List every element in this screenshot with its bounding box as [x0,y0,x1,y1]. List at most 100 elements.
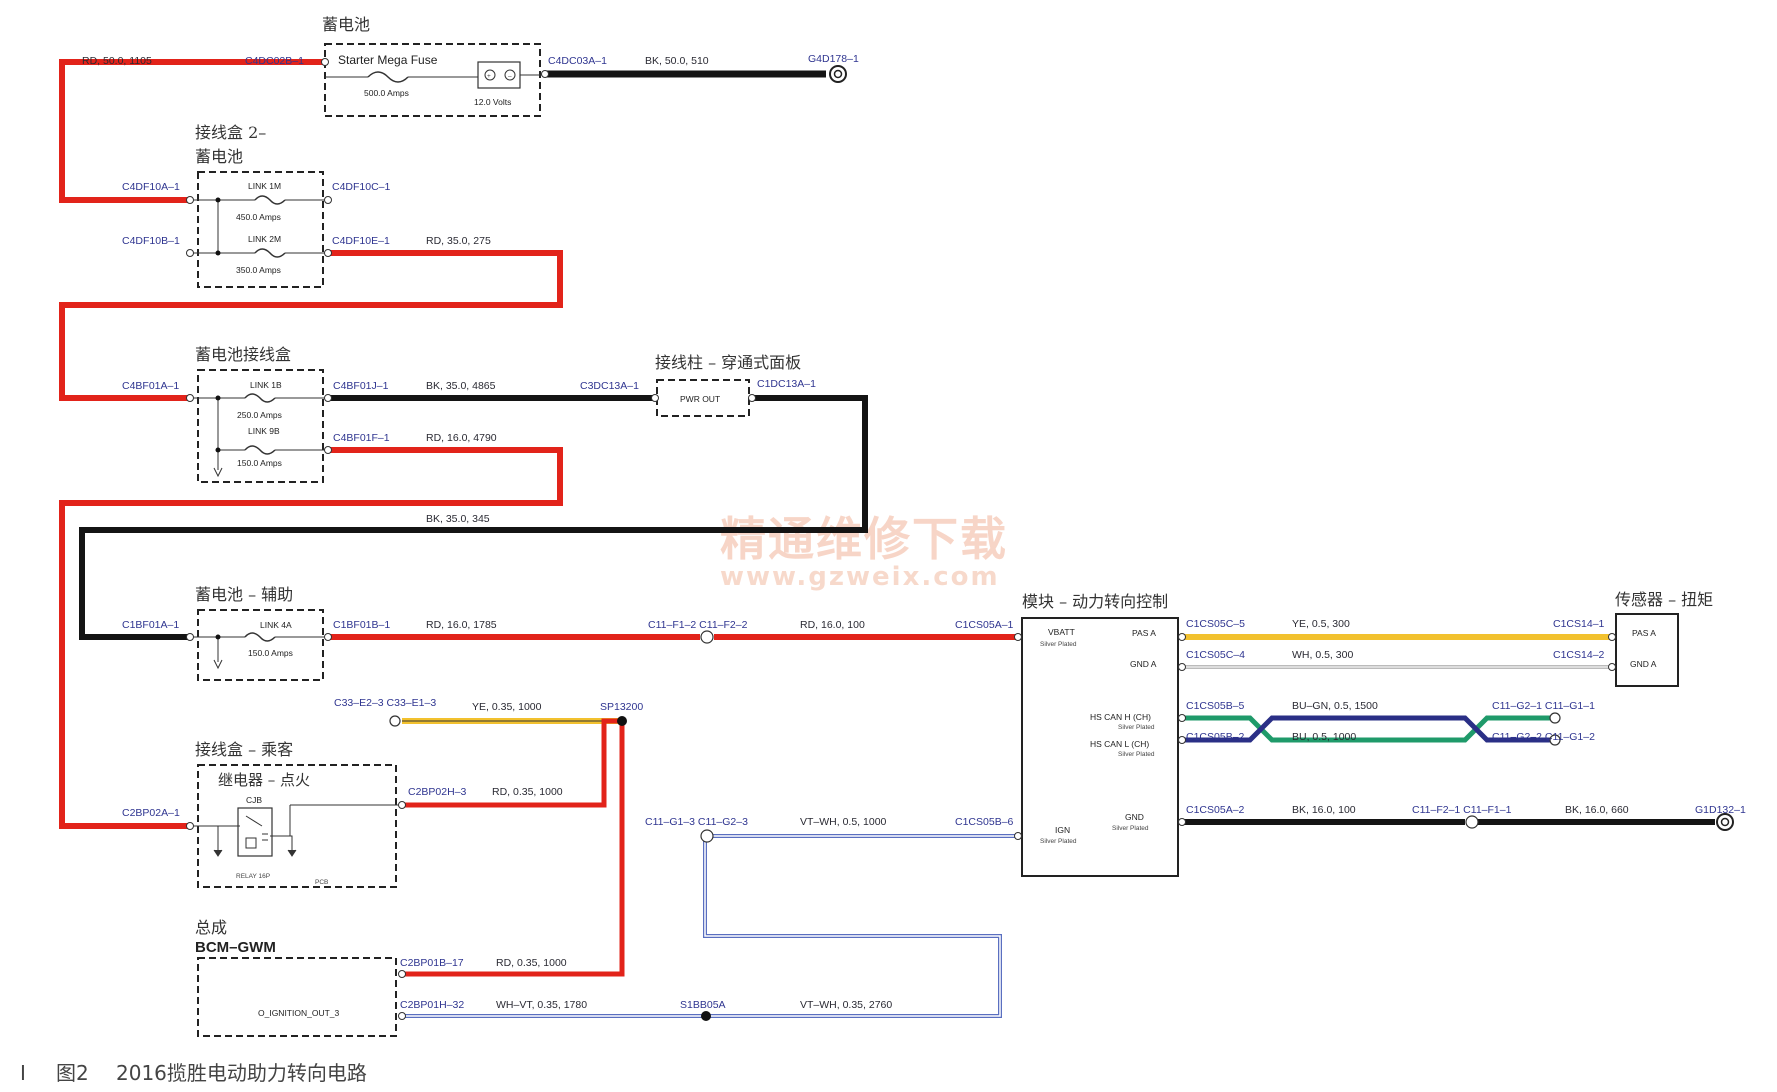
wire-labels: RD, 50.0, 1105 BK, 50.0, 510 RD, 35.0, 2… [82,55,1629,1011]
svg-text:C4DC03A–1: C4DC03A–1 [548,55,607,67]
svg-text:Silver Plated: Silver Plated [1040,838,1077,845]
svg-text:C4BF01A–1: C4BF01A–1 [122,380,179,392]
svg-text:C4BF01F–1: C4BF01F–1 [333,432,390,444]
post-label: PWR OUT [680,394,720,404]
aux-title: 蓄电池 – 辅助 [195,585,293,604]
caption-figure: 图2 [56,1061,89,1085]
svg-text:C2BP02H–3: C2BP02H–3 [408,786,467,798]
wire-bk-345 [79,395,868,640]
module-can-h: HS CAN H (CH) [1090,712,1151,722]
svg-text:C1DC13A–1: C1DC13A–1 [757,378,816,390]
post-title: 接线柱 – 穿通式面板 [655,353,801,372]
svg-text:WH–VT, 0.35, 1780: WH–VT, 0.35, 1780 [496,999,587,1011]
torque-sensor: 传感器 – 扭矩 PAS A GND A [1608,590,1713,687]
svg-text:RD, 16.0, 1785: RD, 16.0, 1785 [426,619,497,631]
module-pas-a: PAS A [1132,628,1156,638]
svg-text:S1BB05A: S1BB05A [680,999,726,1011]
svg-text:C2BP02A–1: C2BP02A–1 [122,807,180,819]
inline-connectors [389,630,1561,843]
svg-text:C3DC13A–1: C3DC13A–1 [580,380,639,392]
battery-volts: 12.0 Volts [474,97,511,107]
connector-labels: C4DC02B–1 C4DC03A–1 G4D178–1 C4DF10A–1 C… [122,53,1746,1011]
sensor-pas-a: PAS A [1632,628,1656,638]
svg-text:C33–E2–3 C33–E1–3: C33–E2–3 C33–E1–3 [334,697,436,709]
wire-bu [1182,715,1555,743]
jb2-component: 接线盒 2– 蓄电池 LINK 1M 450.0 Amps LINK 2M 35… [186,123,332,288]
svg-text:C1CS05B–6: C1CS05B–6 [955,816,1014,828]
bjb-link1: LINK 1B [250,380,282,390]
svg-text:Silver Plated: Silver Plated [1112,825,1149,832]
svg-text:C11–F1–2 C11–F2–2: C11–F1–2 C11–F2–2 [648,619,748,631]
splice-sp13200 [617,716,627,726]
battery-component: 蓄电池 Starter Mega Fuse 500.0 Amps + – 12.… [321,15,549,117]
svg-text:C2BP01H–32: C2BP01H–32 [400,999,464,1011]
svg-text:G1D132–1: G1D132–1 [1695,804,1746,816]
bjb-amps2: 150.0 Amps [237,458,282,468]
svg-text:C1CS05A–1: C1CS05A–1 [955,619,1014,631]
svg-text:C4DF10C–1: C4DF10C–1 [332,181,391,193]
relay-name: CJB [246,795,262,805]
svg-text:WH, 0.5, 300: WH, 0.5, 300 [1292,649,1353,661]
wire-vt-wh [402,834,1020,1018]
svg-text:C1CS05B–2: C1CS05B–2 [1186,731,1245,743]
wire-rd-relay [402,718,625,977]
svg-text:BK, 35.0, 4865: BK, 35.0, 4865 [426,380,496,392]
svg-text:BK, 50.0, 510: BK, 50.0, 510 [645,55,709,67]
svg-text:C1BF01A–1: C1BF01A–1 [122,619,179,631]
watermark-url: www.gzweix.com [720,562,1000,592]
svg-text:C1CS05B–5: C1CS05B–5 [1186,700,1245,712]
svg-text:RD, 0.35, 1000: RD, 0.35, 1000 [496,957,567,969]
svg-text:SP13200: SP13200 [600,701,643,713]
svg-text:Silver Plated: Silver Plated [1118,751,1155,758]
svg-text:C1BF01B–1: C1BF01B–1 [333,619,390,631]
pjb-title: 接线盒 – 乘客 [195,740,293,759]
wires [59,59,1715,1018]
svg-text:C11–G1–3 C11–G2–3: C11–G1–3 C11–G2–3 [645,816,748,828]
wire-rd-275 [59,250,563,401]
svg-text:C4DF10A–1: C4DF10A–1 [122,181,180,193]
relay-title: 继电器 – 点火 [218,771,310,789]
module-can-l: HS CAN L (CH) [1090,739,1149,749]
svg-text:BK, 35.0, 345: BK, 35.0, 345 [426,513,490,525]
caption-bar: I [20,1061,26,1085]
svg-text:RD, 0.35, 1000: RD, 0.35, 1000 [492,786,563,798]
svg-text:RD, 35.0, 275: RD, 35.0, 275 [426,235,491,247]
power-steering-module: 模块 – 动力转向控制 VBATT Silver Plated PAS A GN… [1014,592,1186,877]
svg-text:C1CS14–2: C1CS14–2 [1553,649,1605,661]
svg-text:BU, 0.5, 1000: BU, 0.5, 1000 [1292,731,1356,743]
wire-rd-4790 [59,447,563,829]
jb2-title-2: 蓄电池 [195,147,243,166]
jb2-amps1: 450.0 Amps [236,212,281,222]
passenger-jb-component: 接线盒 – 乘客 继电器 – 点火 CJB RELAY 16P PCB [186,740,406,888]
battery-title: 蓄电池 [322,15,370,34]
module-ign: IGN [1055,825,1070,835]
svg-text:+: + [487,73,491,80]
svg-text:BK, 16.0, 100: BK, 16.0, 100 [1292,804,1356,816]
svg-text:–: – [508,73,512,80]
ground-icon [829,65,847,83]
svg-text:C4DF10E–1: C4DF10E–1 [332,235,390,247]
aux-battery-component: 蓄电池 – 辅助 LINK 4A 150.0 Amps [186,585,332,681]
sensor-title: 传感器 – 扭矩 [1615,590,1713,609]
sensor-gnd-a: GND A [1630,659,1657,669]
splice-s1bb05a [701,1011,711,1021]
svg-text:C1CS14–1: C1CS14–1 [1553,618,1605,630]
svg-text:C4BF01J–1: C4BF01J–1 [333,380,389,392]
module-vbatt: VBATT [1048,627,1075,637]
svg-text:C4DC02B–1: C4DC02B–1 [245,55,304,67]
svg-text:VT–WH, 0.5, 1000: VT–WH, 0.5, 1000 [800,816,887,828]
bcm-component: 总成 BCM–GWM O_IGNITION_OUT_3 [195,918,406,1037]
aux-link: LINK 4A [260,620,292,630]
bjb-amps1: 250.0 Amps [237,410,282,420]
svg-text:Silver Plated: Silver Plated [1040,641,1077,648]
svg-text:C1CS05A–2: C1CS05A–2 [1186,804,1245,816]
wire-rd-1105 [59,59,325,203]
svg-text:Silver Plated: Silver Plated [1118,724,1155,731]
fuse-amps: 500.0 Amps [364,88,409,98]
svg-text:RD, 50.0, 1105: RD, 50.0, 1105 [82,55,152,67]
aux-amps: 150.0 Amps [248,648,293,658]
bjb-component: 蓄电池接线盒 LINK 1B 250.0 Amps LINK 9B 150.0 … [186,345,332,483]
relay-code: RELAY 16P [236,873,270,880]
svg-text:C1CS05C–5: C1CS05C–5 [1186,618,1245,630]
